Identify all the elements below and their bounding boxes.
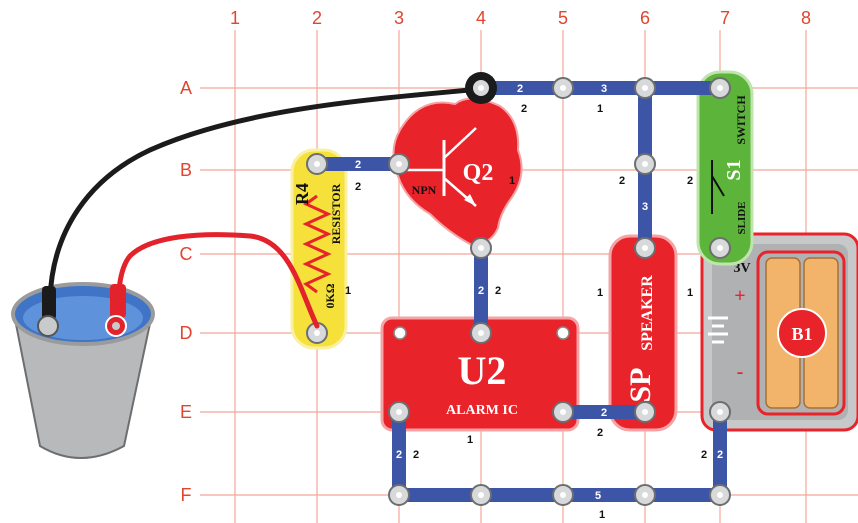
- battery-code: B1: [791, 324, 812, 344]
- resistor-pin-label: 1: [345, 285, 351, 297]
- alarm-pin-label: 1: [467, 434, 473, 446]
- wire-side-label: 2: [355, 181, 361, 193]
- black-probe-connector: [465, 72, 497, 104]
- row-label: D: [180, 323, 193, 343]
- alarm-ic-u2: U2 ALARM IC 1: [380, 316, 580, 446]
- row-label: F: [181, 485, 192, 505]
- resistor-r4: R4 RESISTOR 0KΩ 1: [290, 148, 351, 350]
- resistor-code: R4: [292, 183, 312, 205]
- row-label: B: [180, 160, 192, 180]
- row-labels: A B C D E F: [180, 78, 193, 505]
- slide-switch-s1: SWITCH S1 SLIDE 2: [687, 70, 754, 266]
- probe-tips: [37, 284, 127, 337]
- wire-side-label: 2: [413, 449, 419, 461]
- red-probe-wire: [115, 232, 320, 329]
- speaker-pin-label: 1: [597, 287, 603, 299]
- wire-label: 2: [717, 449, 723, 461]
- row-label: C: [180, 244, 193, 264]
- transistor-type: NPN: [412, 183, 437, 197]
- battery-voltage: 3V: [733, 261, 750, 276]
- wire-side-label: 2: [701, 449, 707, 461]
- probe-wires: [47, 87, 473, 329]
- wire-side-label: 1: [597, 103, 603, 115]
- switch-name: SWITCH: [734, 95, 748, 145]
- transistor-pin-label: 1: [509, 175, 515, 187]
- battery-symbol: [708, 316, 728, 344]
- black-probe-wire: [47, 87, 473, 303]
- col-label: 6: [640, 8, 650, 28]
- wire-side-label: 1: [599, 509, 605, 521]
- wire-label: 3: [601, 83, 607, 95]
- speaker-sp: SPEAKER SP 1: [597, 234, 678, 432]
- wire-label: 2: [517, 83, 523, 95]
- snap-centers: [314, 85, 723, 498]
- row-label: A: [180, 78, 192, 98]
- battery-minus: -: [737, 361, 744, 383]
- speaker-name: SPEAKER: [639, 275, 656, 351]
- resistor-name: RESISTOR: [329, 183, 343, 244]
- wire-label: 2: [478, 285, 484, 297]
- wire-side-label: 2: [619, 175, 625, 187]
- wire-label: 2: [355, 159, 361, 171]
- wire-labels: 2 2 3 1 2 2 3 2 2 2 2 2 2 2 2 2 5 1: [355, 83, 723, 521]
- col-label: 5: [558, 8, 568, 28]
- switch-code: S1: [723, 159, 745, 180]
- wire-label: 2: [396, 449, 402, 461]
- alarm-code: U2: [458, 348, 507, 393]
- wire-label: 5: [595, 490, 601, 502]
- speaker-code: SP: [624, 367, 657, 402]
- wire-side-label: 2: [597, 427, 603, 439]
- resistor-value: 0KΩ: [323, 283, 337, 308]
- water-bucket: [11, 282, 155, 459]
- switch-pin-label: 2: [687, 175, 693, 187]
- battery-plus: +: [734, 285, 745, 307]
- wire-label: 3: [642, 201, 648, 213]
- transistor-code: Q2: [463, 160, 494, 186]
- col-label: 2: [312, 8, 322, 28]
- switch-kind: SLIDE: [736, 201, 748, 234]
- col-label: 7: [720, 8, 730, 28]
- wire-side-label: 2: [495, 285, 501, 297]
- battery-b1: B1 3V + - 1: [687, 232, 858, 432]
- row-label: E: [180, 402, 192, 422]
- alarm-name: ALARM IC: [446, 403, 518, 418]
- wire-label: 2: [601, 407, 607, 419]
- col-label: 8: [801, 8, 811, 28]
- col-label: 3: [394, 8, 404, 28]
- battery-pin-label: 1: [687, 287, 693, 299]
- column-labels: 1 2 3 4 5 6 7 8: [230, 8, 811, 28]
- col-label: 4: [476, 8, 486, 28]
- wire-side-label: 2: [521, 103, 527, 115]
- transistor-q2: Q2 NPN 1: [392, 97, 523, 246]
- col-label: 1: [230, 8, 240, 28]
